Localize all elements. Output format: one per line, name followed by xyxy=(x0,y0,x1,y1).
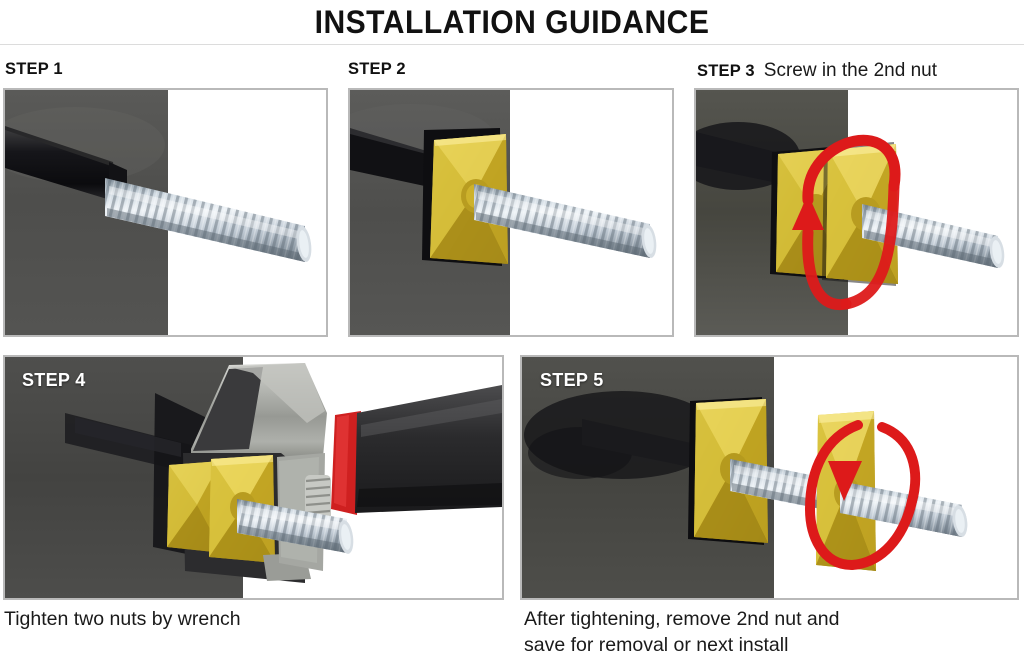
step-4-caption: Tighten two nuts by wrench xyxy=(4,608,241,630)
rotation-arrow-down xyxy=(805,420,921,570)
step-1-photo xyxy=(3,88,328,337)
title-divider xyxy=(0,44,1024,45)
step-2-label: STEP 2 xyxy=(348,60,406,78)
rotation-arrow-up xyxy=(792,134,901,311)
step-2-illustration xyxy=(350,90,672,335)
step-1-illustration xyxy=(5,90,326,335)
step-5-illustration xyxy=(522,357,1017,598)
step-2-photo xyxy=(348,88,674,337)
step-3-illustration xyxy=(696,90,1017,335)
step-3-caption: Screw in the 2nd nut xyxy=(763,60,937,81)
step-3-label: STEP 3 xyxy=(697,62,755,80)
step-2-header: STEP 2 xyxy=(348,60,406,84)
wrench-handle xyxy=(355,385,502,513)
page-title: INSTALLATION GUIDANCE xyxy=(314,3,710,40)
step-5-photo: STEP 5 xyxy=(520,355,1019,600)
step-4-photo: STEP 4 xyxy=(3,355,504,600)
step-5-caption: After tightening, remove 2nd nut and sav… xyxy=(524,608,840,656)
step-1-header: STEP 1 xyxy=(5,60,63,84)
step-4-illustration xyxy=(5,357,502,598)
step-3-header: STEP 3 Screw in the 2nd nut xyxy=(697,60,937,84)
step-1-label: STEP 1 xyxy=(5,60,63,78)
step-3-photo xyxy=(694,88,1019,337)
